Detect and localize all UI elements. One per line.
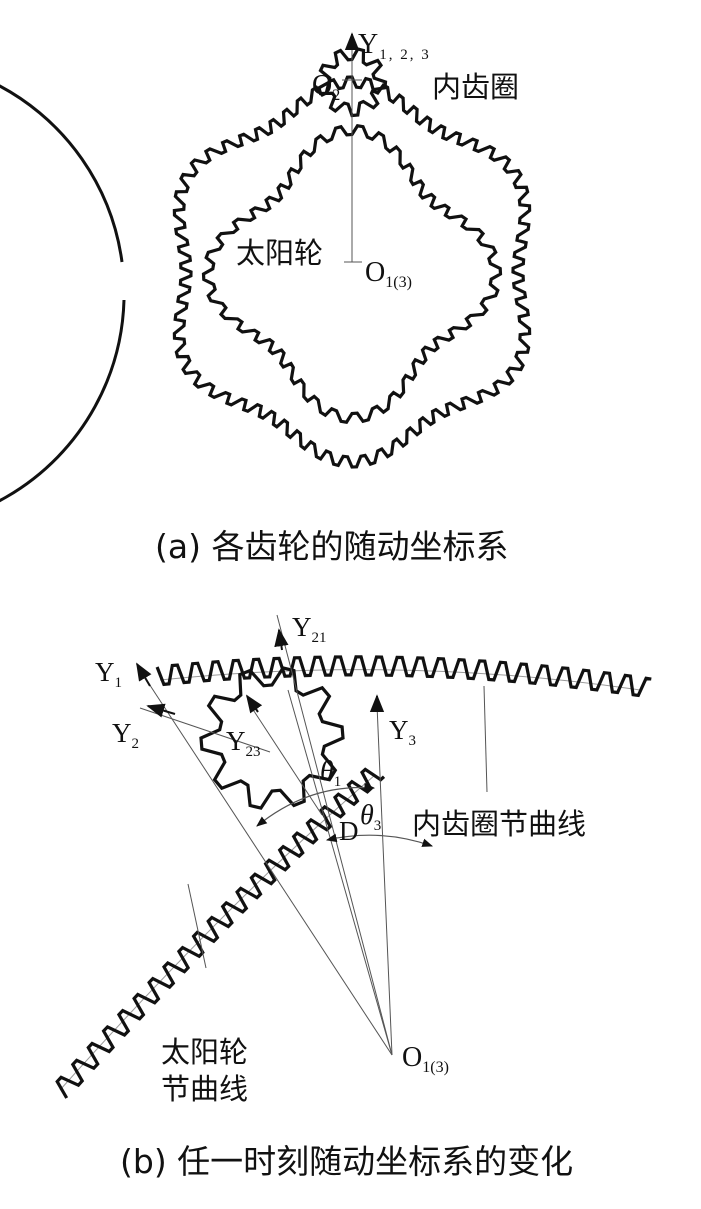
ring-gear-outline: [172, 75, 532, 469]
y21-arrow: [274, 628, 289, 651]
axis-y-label: Y1, 2, 3: [358, 29, 431, 63]
ring-pitch-curve: [159, 669, 641, 691]
caption-b: (b) 任一时刻随动坐标系的变化: [120, 1142, 573, 1181]
sun-pitch-label-line1: 太阳轮: [161, 1035, 248, 1069]
y3-label: Y3: [389, 715, 416, 749]
y1-arrow: [136, 662, 152, 687]
ring-gear-label: 内齿圈: [432, 70, 519, 104]
caption-a: (a) 各齿轮的随动坐标系: [155, 527, 508, 566]
planet-center-label: O2: [312, 70, 340, 104]
panel-b: Y1 Y21 Y23 Y2 Y3 D θ1 θ3 O1(3) 内齿圈节曲线 太阳…: [55, 612, 652, 1106]
housing-circle: [0, 84, 126, 503]
sun-pitch-leader: [187, 883, 207, 969]
theta1-arc: [256, 782, 376, 827]
point-d-label: D: [339, 816, 359, 846]
center-label: O1(3): [402, 1042, 449, 1076]
y21-label: Y21: [292, 612, 327, 646]
y23-arrow: [245, 694, 263, 714]
y1-label: Y1: [95, 657, 122, 691]
y2-arrow: [146, 703, 176, 718]
ring-gear-segment: [155, 655, 652, 698]
sun-pitch-label-line2: 节曲线: [161, 1072, 248, 1106]
theta1-label: θ1: [320, 756, 341, 790]
y2-label: Y2: [112, 718, 139, 752]
y23-label: Y23: [226, 726, 261, 760]
theta3-label: θ3: [360, 800, 381, 834]
ring-pitch-leader: [483, 685, 488, 793]
theta3-arc: [325, 833, 434, 847]
sun-gear-label: 太阳轮: [236, 236, 323, 270]
sun-center-label: O1(3): [365, 257, 412, 291]
panel-a: Y1, 2, 3 O2 O1(3) 内齿圈 太阳轮: [0, 29, 532, 503]
sun-gear-outline: [201, 124, 503, 424]
ring-pitch-label: 内齿圈节曲线: [412, 807, 586, 841]
